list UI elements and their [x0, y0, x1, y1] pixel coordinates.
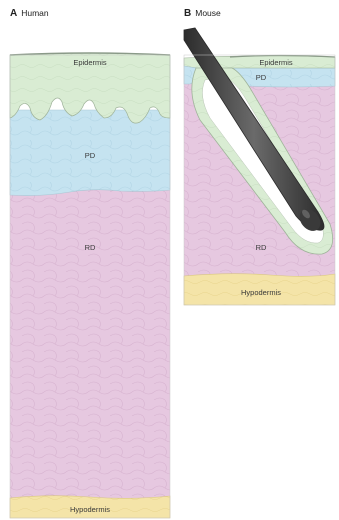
- panel-a-hypodermis-label: Hypodermis: [70, 505, 110, 514]
- reticular-dermis-region: [10, 185, 170, 500]
- panel-b-pd-label: PD: [256, 73, 267, 82]
- panel-b-diagram: Epidermis PD RD Hypodermis: [184, 28, 335, 305]
- panel-a-pd-label: PD: [85, 151, 96, 160]
- panel-a-diagram: Epidermis PD RD Hypodermis: [10, 53, 170, 518]
- panel-b-epidermis-label: Epidermis: [259, 58, 293, 67]
- panel-b-hypodermis-label: Hypodermis: [241, 288, 281, 297]
- panel-b-rd-label: RD: [256, 243, 267, 252]
- panel-a-rd-label: RD: [85, 243, 96, 252]
- panel-a-epidermis-label: Epidermis: [73, 58, 107, 67]
